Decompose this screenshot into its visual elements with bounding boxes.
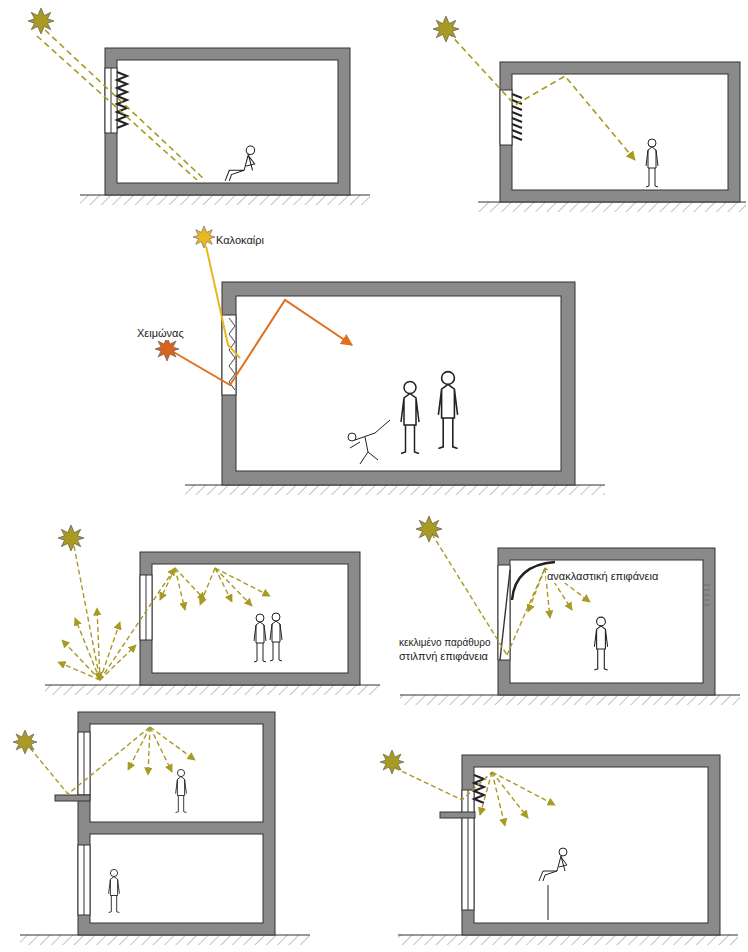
annotation-label: Χειμώνας	[136, 327, 185, 340]
annotation-label: ανακλαστική επιφάνεια	[546, 570, 659, 583]
annotation-label: κεκλιμένο παράθυρο	[398, 636, 492, 649]
annotation-label: Καλοκαίρι	[215, 234, 265, 247]
annotation-label: στιλπνή επιφάνεια	[398, 650, 489, 663]
